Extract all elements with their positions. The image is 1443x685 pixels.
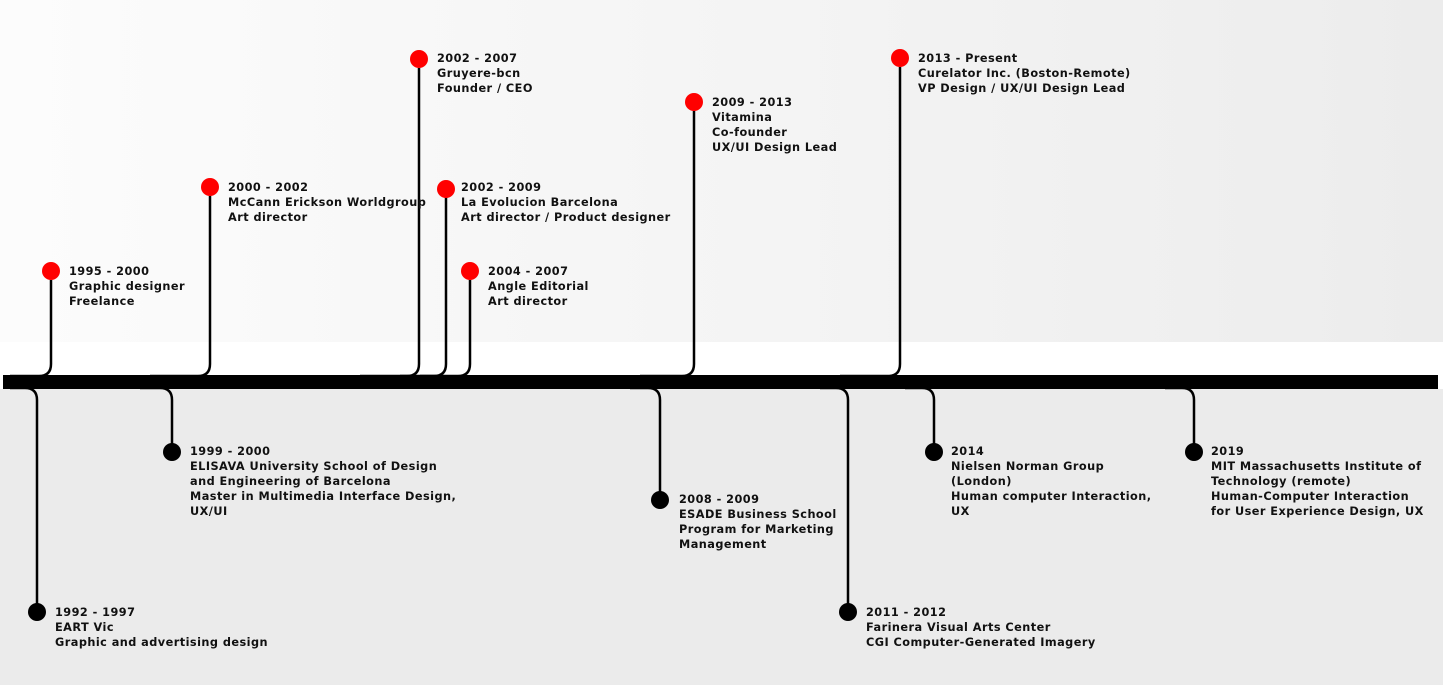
education-entry-1999: 1999 - 2000 ELISAVA University School of… [190, 444, 456, 519]
work-marker [42, 262, 60, 280]
entry-role: Graphic designer [69, 280, 186, 293]
work-entry-2013: 2013 - Present Curelator Inc. (Boston-Re… [918, 51, 1131, 96]
connector-work-2013 [840, 67, 902, 378]
work-marker [461, 262, 479, 280]
entry-school: and Engineering of Barcelona [190, 475, 391, 488]
entry-role: Art director [488, 295, 568, 308]
entry-years: 2002 - 2009 [461, 181, 542, 194]
entry-company: La Evolucion Barcelona [461, 196, 619, 209]
entry-program: Program for Marketing [679, 523, 834, 536]
entry-years: 2013 - Present [918, 52, 1018, 65]
entry-company: Vitamina [712, 111, 773, 124]
entry-years: 2014 [951, 445, 985, 458]
work-marker [685, 93, 703, 111]
entry-school: MIT Massachusetts Institute of [1211, 460, 1422, 473]
entry-program: UX [951, 505, 970, 518]
work-marker [891, 49, 909, 67]
entry-company: Angle Editorial [488, 280, 589, 293]
entry-program: UX/UI [190, 505, 228, 518]
work-entry-1995: 1995 - 2000 Graphic designer Freelance [69, 264, 185, 309]
connector-edu-2008 [630, 386, 662, 492]
work-background [0, 0, 1443, 342]
education-entry-2011: 2011 - 2012 Farinera Visual Arts Center … [866, 605, 1096, 650]
entry-program: for User Experience Design, UX [1211, 505, 1424, 518]
connector-edu-1999 [140, 386, 174, 444]
education-entry-2014: 2014 Nielsen Norman Group (London) Human… [951, 444, 1152, 519]
work-marker [201, 178, 219, 196]
entry-program: Management [679, 538, 767, 551]
entry-years: 1995 - 2000 [69, 265, 150, 278]
entry-role: VP Design / UX/UI Design Lead [918, 82, 1126, 95]
entry-years: 2004 - 2007 [488, 265, 569, 278]
entry-company: Curelator Inc. (Boston-Remote) [918, 67, 1131, 80]
education-entry-2019: 2019 MIT Massachusetts Institute of Tech… [1211, 444, 1424, 519]
education-marker [28, 603, 46, 621]
work-marker [437, 180, 455, 198]
education-entry-2008: 2008 - 2009 ESADE Business School Progra… [679, 492, 837, 552]
entry-school: EART Vic [55, 621, 115, 634]
connector-work-2009 [640, 111, 696, 378]
timeline-bar [3, 375, 1438, 389]
work-marker [410, 50, 428, 68]
entry-years: 1999 - 2000 [190, 445, 271, 458]
entry-company: McCann Erickson Worldgroup [228, 196, 427, 209]
education-marker [925, 443, 943, 461]
entry-school: Farinera Visual Arts Center [866, 621, 1051, 634]
education-marker [1185, 443, 1203, 461]
entry-program: Human-Computer Interaction [1211, 490, 1410, 503]
education-background [0, 389, 1443, 685]
connector-work-1995 [10, 280, 53, 378]
entry-school: Nielsen Norman Group [951, 460, 1105, 473]
entry-school: ESADE Business School [679, 508, 837, 521]
entry-years: 2008 - 2009 [679, 493, 760, 506]
work-entry-2004: 2004 - 2007 Angle Editorial Art director [488, 264, 589, 309]
entry-years: 1992 - 1997 [55, 606, 136, 619]
entry-role: UX/UI Design Lead [712, 141, 838, 154]
entry-role: Co-founder [712, 126, 788, 139]
entry-company: Freelance [69, 295, 135, 308]
entry-role: Art director [228, 211, 308, 224]
education-marker [163, 443, 181, 461]
entry-years: 2011 - 2012 [866, 606, 947, 619]
entry-school: ELISAVA University School of Design [190, 460, 438, 473]
entry-school: Technology (remote) [1211, 475, 1352, 488]
connector-edu-1992 [10, 386, 39, 604]
work-entry-2009: 2009 - 2013 Vitamina Co-founder UX/UI De… [712, 95, 837, 155]
education-marker [651, 491, 669, 509]
connector-edu-2019 [1165, 386, 1196, 444]
entry-school: (London) [951, 475, 1012, 488]
work-entry-2002-gruyere: 2002 - 2007 Gruyere-bcn Founder / CEO [437, 51, 533, 96]
work-entry-2000: 2000 - 2002 McCann Erickson Worldgroup A… [228, 180, 426, 225]
entry-role: Founder / CEO [437, 82, 533, 95]
entry-company: Gruyere-bcn [437, 67, 521, 80]
education-marker [839, 603, 857, 621]
entry-years: 2009 - 2013 [712, 96, 793, 109]
education-entry-1992: 1992 - 1997 EART Vic Graphic and adverti… [55, 605, 268, 650]
entry-role: Art director / Product designer [461, 211, 671, 224]
entry-years: 2000 - 2002 [228, 181, 309, 194]
entry-years: 2019 [1211, 445, 1245, 458]
connector-edu-2014 [905, 386, 936, 444]
entry-program: Graphic and advertising design [55, 636, 268, 649]
work-entry-2002-evolucion: 2002 - 2009 La Evolucion Barcelona Art d… [461, 180, 671, 225]
entry-program: CGI Computer-Generated Imagery [866, 636, 1096, 649]
entry-program: Human computer Interaction, [951, 490, 1152, 503]
entry-years: 2002 - 2007 [437, 52, 518, 65]
entry-program: Master in Multimedia Interface Design, [190, 490, 457, 503]
